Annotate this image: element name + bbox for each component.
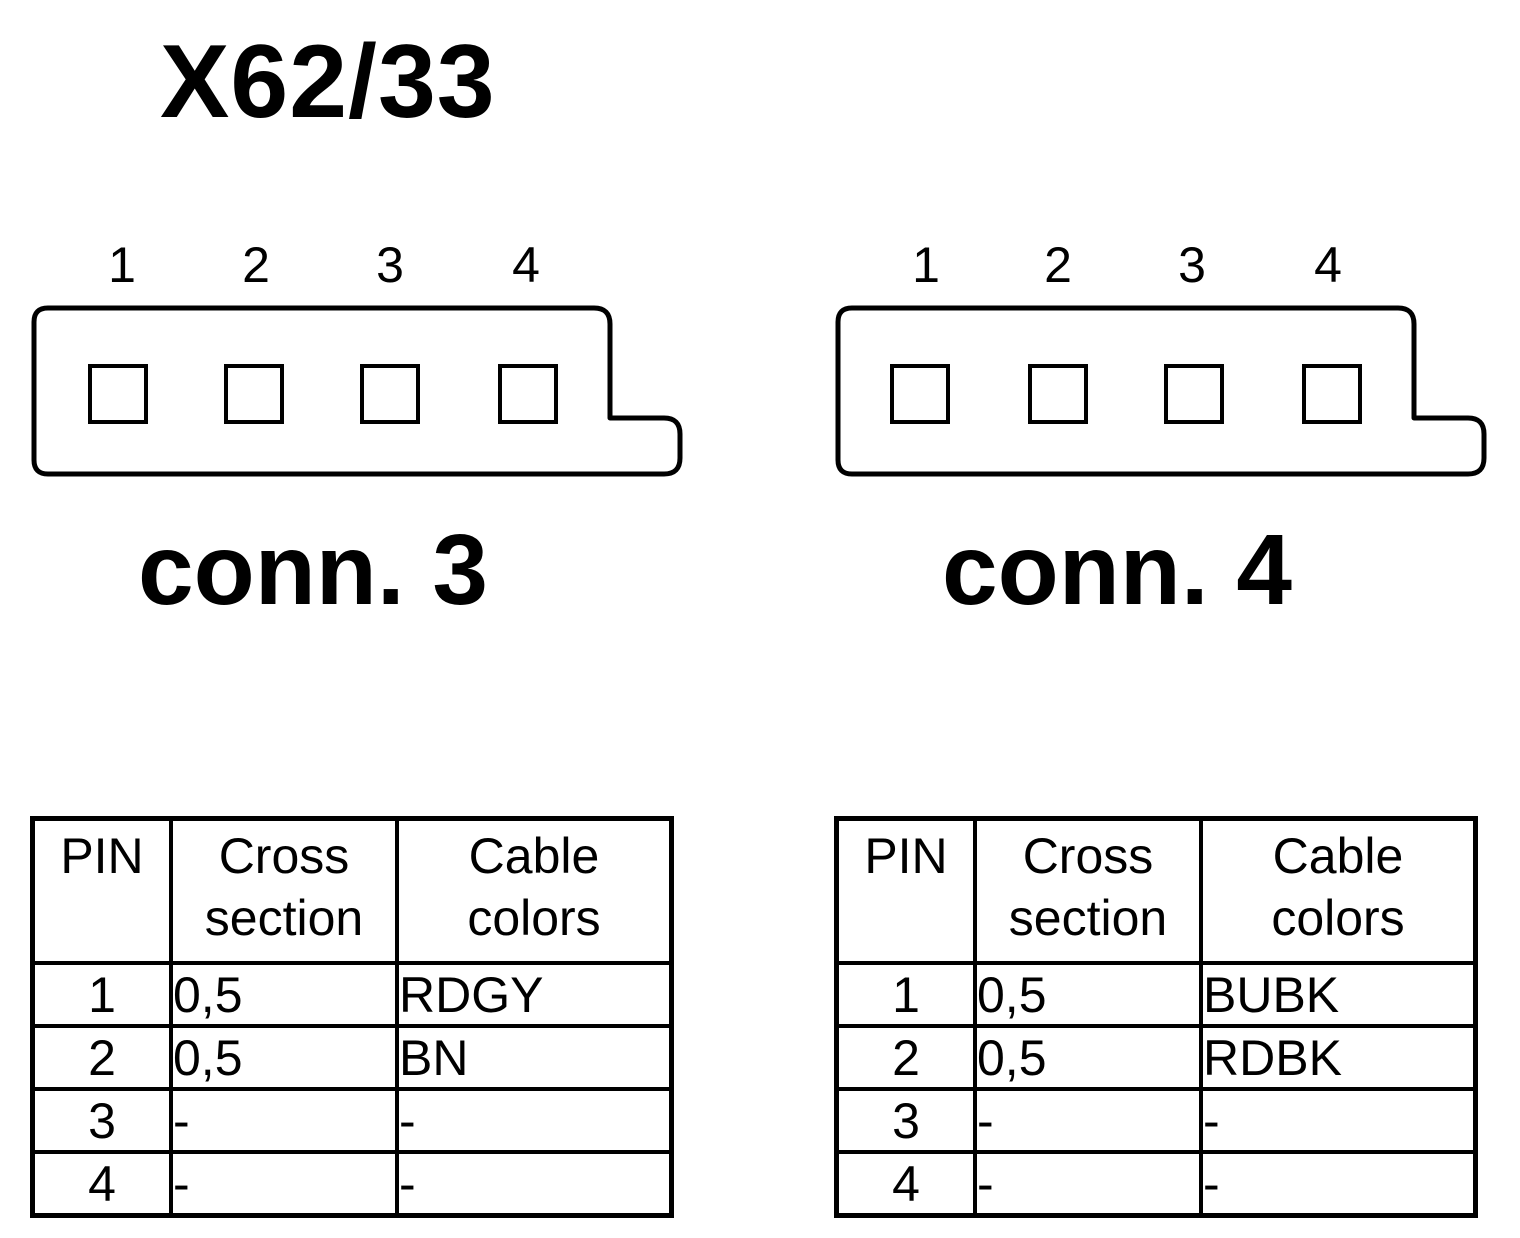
table-header-row: PIN Cross section Cable colors bbox=[30, 816, 674, 965]
table-row: 1 0,5 RDGY bbox=[30, 961, 674, 1028]
cell-pin: 4 bbox=[30, 1150, 173, 1218]
cell-cable-color: RDBK bbox=[1199, 1024, 1478, 1091]
cell-pin: 4 bbox=[834, 1150, 977, 1218]
connector-label: conn. 4 bbox=[942, 514, 1293, 626]
cell-cable-color: - bbox=[1199, 1087, 1478, 1154]
cell-pin: 2 bbox=[834, 1024, 977, 1091]
cell-cable-color: RDGY bbox=[395, 961, 674, 1028]
cell-cross-section: - bbox=[169, 1150, 399, 1218]
pin-socket bbox=[224, 364, 284, 424]
pin-socket bbox=[1302, 364, 1362, 424]
table-row: 4 - - bbox=[30, 1150, 674, 1218]
cell-cross-section: 0,5 bbox=[169, 961, 399, 1028]
table-row: 3 - - bbox=[30, 1087, 674, 1154]
pin-number-3: 3 bbox=[376, 237, 404, 293]
pin-socket bbox=[360, 364, 420, 424]
connector-4: 1 2 3 4 conn. 4 bbox=[834, 230, 1494, 630]
header-cable-colors: Cable colors bbox=[1199, 816, 1478, 965]
pin-socket bbox=[88, 364, 148, 424]
pin-number-1: 1 bbox=[108, 237, 136, 293]
table-row: 4 - - bbox=[834, 1150, 1478, 1218]
cell-cable-color: BUBK bbox=[1199, 961, 1478, 1028]
table-row: 1 0,5 BUBK bbox=[834, 961, 1478, 1028]
cell-cable-color: - bbox=[395, 1150, 674, 1218]
connector-3: 1 2 3 4 conn. 3 bbox=[30, 230, 690, 630]
table-row: 3 - - bbox=[834, 1087, 1478, 1154]
pin-number-3: 3 bbox=[1178, 237, 1206, 293]
diagram-title: X62/33 bbox=[160, 24, 496, 140]
pin-number-4: 4 bbox=[512, 237, 540, 293]
cell-cross-section: - bbox=[973, 1087, 1203, 1154]
pin-number-1: 1 bbox=[912, 237, 940, 293]
connector-housing bbox=[835, 305, 1487, 477]
cell-pin: 2 bbox=[30, 1024, 173, 1091]
cell-cross-section: 0,5 bbox=[973, 1024, 1203, 1091]
pin-socket bbox=[1164, 364, 1224, 424]
connector-label: conn. 3 bbox=[138, 514, 489, 626]
cell-cross-section: 0,5 bbox=[973, 961, 1203, 1028]
header-pin: PIN bbox=[30, 816, 173, 965]
header-cross-section: Cross section bbox=[973, 816, 1203, 965]
cell-cable-color: - bbox=[1199, 1150, 1478, 1218]
cell-pin: 3 bbox=[834, 1087, 977, 1154]
pin-socket bbox=[890, 364, 950, 424]
pin-number-2: 2 bbox=[242, 237, 270, 293]
header-pin: PIN bbox=[834, 816, 977, 965]
cell-pin: 1 bbox=[30, 961, 173, 1028]
pin-table-conn-3: PIN Cross section Cable colors 1 0,5 RDG… bbox=[30, 816, 674, 1218]
table-header-row: PIN Cross section Cable colors bbox=[834, 816, 1478, 965]
pin-table-conn-4: PIN Cross section Cable colors 1 0,5 BUB… bbox=[834, 816, 1478, 1218]
pin-number-2: 2 bbox=[1044, 237, 1072, 293]
cell-cross-section: 0,5 bbox=[169, 1024, 399, 1091]
pin-socket bbox=[498, 364, 558, 424]
cell-cable-color: - bbox=[395, 1087, 674, 1154]
cell-cross-section: - bbox=[169, 1087, 399, 1154]
cell-pin: 1 bbox=[834, 961, 977, 1028]
cell-pin: 3 bbox=[30, 1087, 173, 1154]
cell-cross-section: - bbox=[973, 1150, 1203, 1218]
table-row: 2 0,5 BN bbox=[30, 1024, 674, 1091]
header-cable-colors: Cable colors bbox=[395, 816, 674, 965]
pin-socket bbox=[1028, 364, 1088, 424]
pin-number-4: 4 bbox=[1314, 237, 1342, 293]
cell-cable-color: BN bbox=[395, 1024, 674, 1091]
header-cross-section: Cross section bbox=[169, 816, 399, 965]
connector-housing bbox=[31, 305, 683, 477]
table-row: 2 0,5 RDBK bbox=[834, 1024, 1478, 1091]
